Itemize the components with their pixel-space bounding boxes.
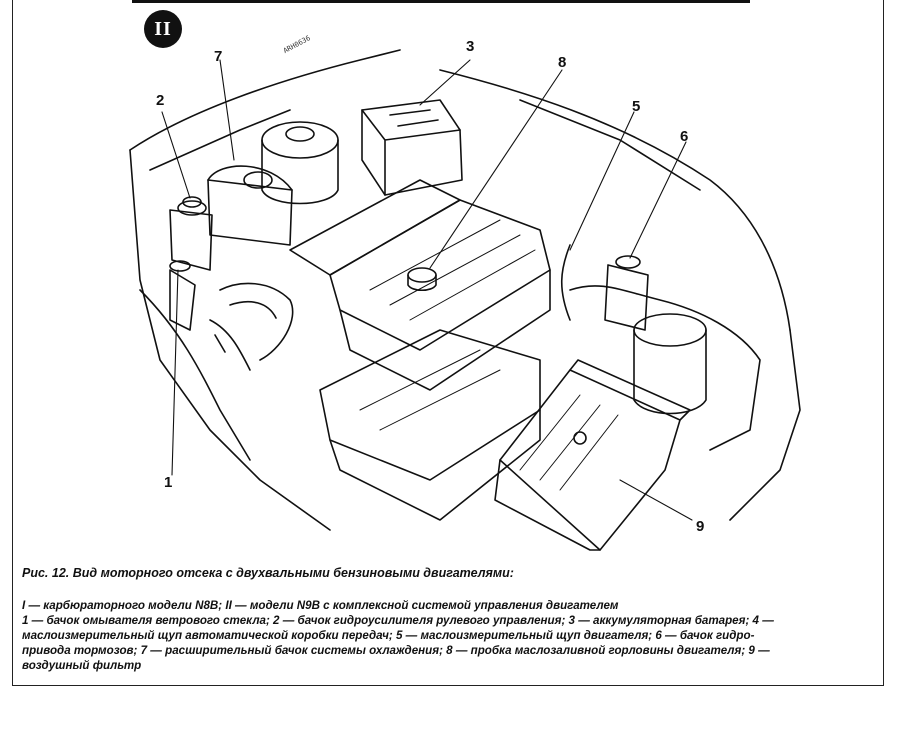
figure-caption: Рис. 12. Вид моторного отсека с двухваль… xyxy=(22,566,872,673)
intake-hose xyxy=(219,282,294,361)
washer-reservoir xyxy=(169,269,196,331)
cam-cover xyxy=(329,199,551,351)
callout-7: 7 xyxy=(214,48,223,65)
caption-line: 1 — бачок омывателя ветрового стекла; 2 … xyxy=(22,614,774,627)
leader-3 xyxy=(419,59,471,106)
leader-8 xyxy=(429,69,563,269)
engine-bay-diagram xyxy=(129,49,801,551)
caption-line: I — карбюраторного модели N8B; II — моде… xyxy=(22,599,619,612)
callout-6: 6 xyxy=(680,128,689,145)
cowl-left xyxy=(149,109,291,171)
leader-2 xyxy=(161,111,191,199)
callout-1: 1 xyxy=(164,474,173,491)
ps-reservoir xyxy=(169,209,213,271)
top-rule xyxy=(132,0,750,3)
expansion-tank xyxy=(207,179,293,246)
caption-line: маслоизмерительный щуп автоматической ко… xyxy=(22,629,755,642)
callout-2: 2 xyxy=(156,92,165,109)
cowl-right xyxy=(519,99,701,191)
oil-filler-cap xyxy=(407,267,437,283)
leader-1 xyxy=(171,269,179,476)
caption-line: привода тормозов; 7 — расширительный бач… xyxy=(22,644,770,657)
callout-9: 9 xyxy=(696,518,705,535)
battery xyxy=(361,99,463,196)
fender-left xyxy=(129,149,331,531)
air-filter-box xyxy=(499,369,681,551)
engine-dipstick xyxy=(560,244,571,321)
variant-badge: II xyxy=(144,10,182,48)
leader-5 xyxy=(569,111,635,251)
brake-reservoir xyxy=(604,264,649,331)
callout-5: 5 xyxy=(632,98,641,115)
leader-6 xyxy=(629,141,687,259)
front-panel xyxy=(139,289,251,461)
caption-line: воздушный фильтр xyxy=(22,659,142,672)
page-frame xyxy=(12,0,884,686)
fender-right xyxy=(729,329,801,521)
callout-8: 8 xyxy=(558,54,567,71)
leader-7 xyxy=(219,59,235,161)
callout-3: 3 xyxy=(466,38,475,55)
caption-title: Рис. 12. Вид моторного отсека с двухваль… xyxy=(22,566,514,580)
hood-outline xyxy=(129,49,791,331)
leader-9 xyxy=(619,479,693,521)
